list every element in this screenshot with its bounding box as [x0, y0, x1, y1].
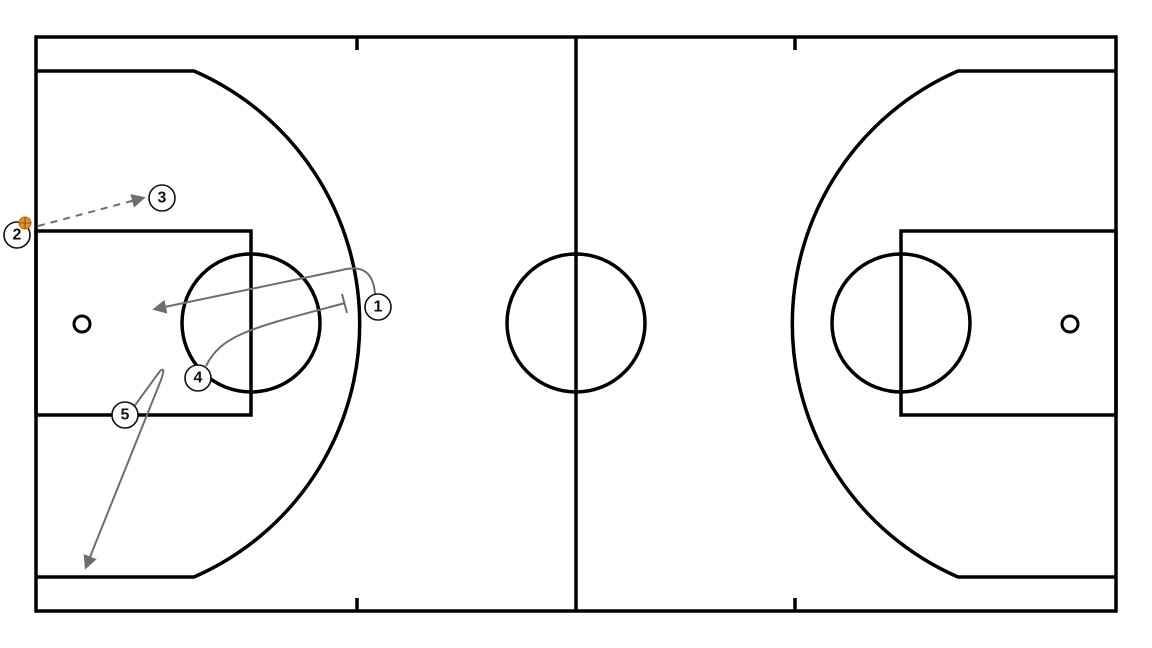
basket-left [72, 314, 92, 334]
player-2-label: 2 [13, 227, 22, 244]
pass-line-2-to-3 [37, 194, 146, 227]
screen-end-player-4 [341, 293, 348, 314]
player-3-label: 3 [158, 190, 167, 207]
player-4-label: 4 [194, 370, 203, 387]
three-point-line-left [36, 69, 362, 579]
basketball-icon [18, 216, 32, 230]
cut-path-player-1 [152, 267, 376, 314]
cut-path-player-5 [83, 368, 165, 570]
free-throw-lane-right [899, 229, 1118, 417]
court-lines [34, 35, 1118, 613]
player-5-label: 5 [121, 407, 130, 424]
screen-path-player-4 [205, 302, 346, 367]
center-circle [505, 252, 647, 394]
free-throw-lane-left [34, 229, 253, 417]
player-3[interactable]: 3 [148, 184, 176, 212]
free-throw-circle-right [830, 252, 972, 394]
player-1-label: 1 [374, 299, 383, 316]
basket-right [1060, 314, 1080, 334]
play-actions [37, 194, 376, 570]
player-5[interactable]: 5 [111, 401, 139, 429]
players: 1 2 3 4 5 [3, 184, 392, 429]
three-point-line-right [790, 69, 1116, 579]
free-throw-circle-left [180, 252, 322, 394]
player-1[interactable]: 1 [364, 293, 392, 321]
player-4[interactable]: 4 [184, 364, 212, 392]
